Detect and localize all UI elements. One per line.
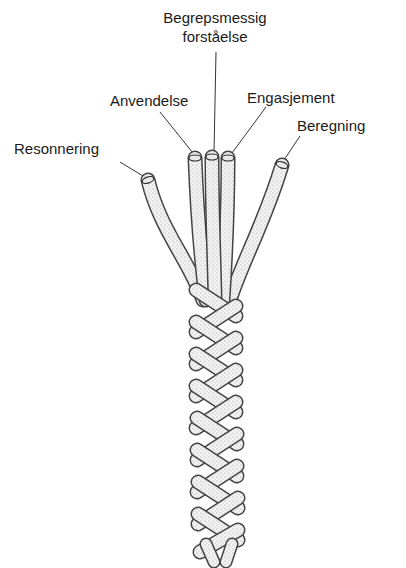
leader-line [214, 52, 216, 152]
strand [230, 165, 282, 300]
strand [223, 158, 228, 300]
strand [212, 157, 215, 300]
leader-line [284, 136, 300, 160]
leader-line [120, 162, 143, 176]
strand-outline [223, 158, 228, 300]
strand-label: Engasjement [247, 88, 347, 107]
leader-line [160, 112, 193, 153]
rope-tail [226, 544, 232, 562]
rope-strands [148, 157, 282, 300]
braid [196, 290, 238, 562]
strand-ends [141, 154, 288, 185]
leader-lines [120, 52, 300, 176]
strand-label: Beregning [297, 116, 387, 135]
strand-end [141, 175, 154, 185]
strand-outline [212, 157, 215, 300]
strand-end [206, 154, 218, 160]
leader-line [232, 107, 266, 153]
braid-outline [226, 544, 232, 562]
strand-outline [195, 158, 206, 300]
strand-outline [230, 165, 282, 300]
strand-label: Resonnering [14, 139, 124, 158]
braid-outline [206, 544, 214, 562]
strand-end [222, 155, 234, 161]
strand-end [189, 155, 201, 161]
rope-tail [206, 544, 214, 562]
strand-end [275, 160, 288, 170]
strand-label: Anvendelse [110, 91, 200, 110]
strand [195, 158, 206, 300]
strand-label: Begrepsmessig forståelse [160, 8, 270, 46]
